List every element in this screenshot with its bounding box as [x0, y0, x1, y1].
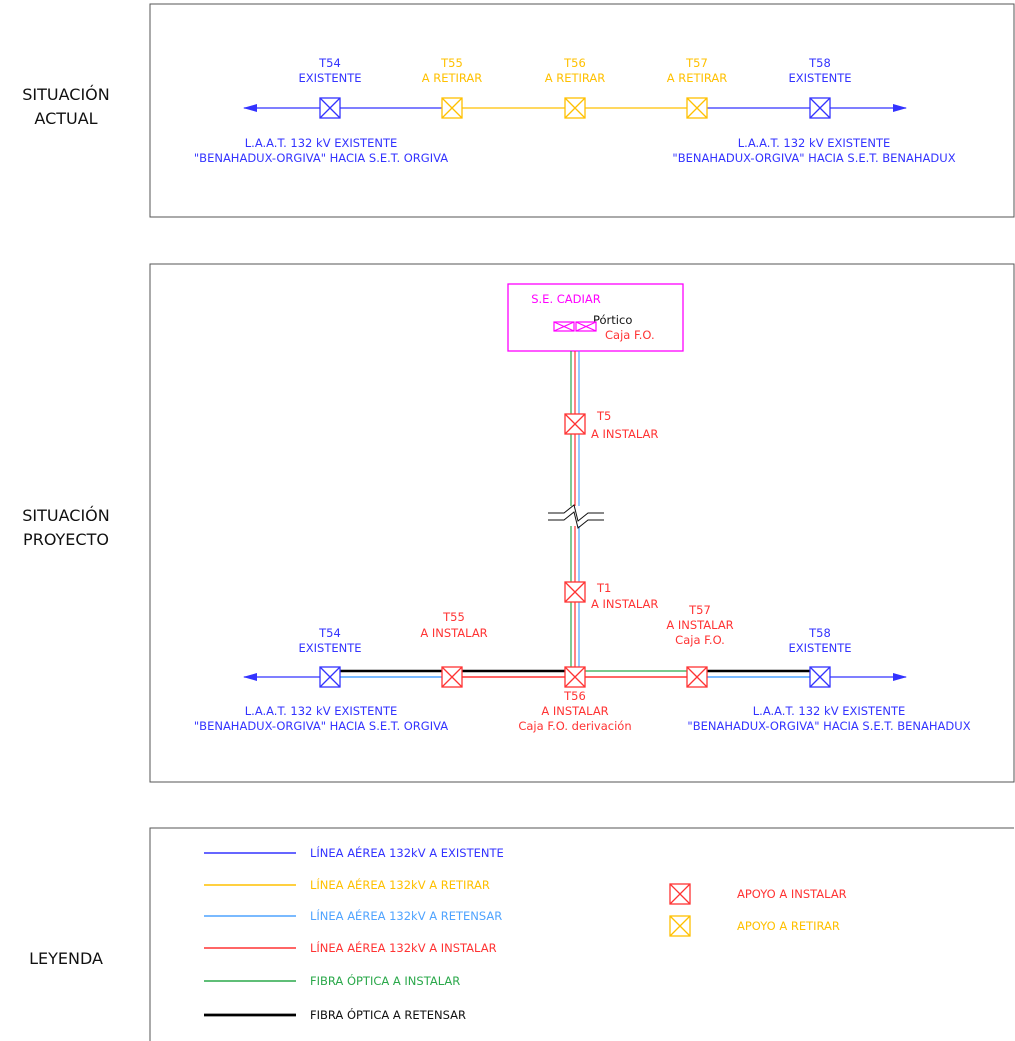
p-t55-id: T55 [442, 610, 465, 624]
tower-symbol-p-t54 [319, 666, 341, 688]
proyecto-segment-t54-t55 [340, 669, 452, 678]
proyecto-diagram: S.E. CADIAR Pórtico Caja F.O. [194, 283, 971, 733]
legend: LÍNEA AÉREA 132kV A EXISTENTE LÍNEA AÉRE… [204, 845, 847, 1022]
p-t57-id: T57 [688, 603, 711, 617]
actual-t55-id: T55 [440, 56, 463, 70]
legend-label-instalar: LÍNEA AÉREA 132kV A INSTALAR [310, 940, 497, 955]
section-label-proyecto-2: PROYECTO [23, 530, 109, 549]
tower-symbol-t54 [319, 97, 341, 119]
legend-symbol-retirar [669, 915, 691, 937]
p-t56-note: Caja F.O. derivación [518, 719, 631, 733]
p-t56-id: T56 [563, 689, 586, 703]
p-t54-status: EXISTENTE [298, 641, 361, 655]
actual-t56-status: A RETIRAR [545, 71, 606, 85]
p-t1-status: A INSTALAR [591, 597, 658, 611]
tower-symbol-t56 [564, 97, 586, 119]
actual-t58-status: EXISTENTE [788, 71, 851, 85]
tower-symbol-t58 [809, 97, 831, 119]
actual-t56-id: T56 [563, 56, 586, 70]
frame-leyenda [149, 827, 1014, 1041]
section-label-leyenda: LEYENDA [29, 949, 103, 968]
portico-symbol [553, 321, 597, 332]
actual-t54-status: EXISTENTE [298, 71, 361, 85]
substation-name: S.E. CADIAR [531, 292, 601, 306]
legend-label-retirar: LÍNEA AÉREA 132kV A RETIRAR [310, 877, 490, 892]
actual-t58-id: T58 [808, 56, 831, 70]
p-t58-id: T58 [808, 626, 831, 640]
section-label-proyecto-1: SITUACIÓN [22, 506, 109, 525]
p-t5-id: T5 [596, 409, 611, 423]
p-t57-status: A INSTALAR [666, 618, 733, 632]
section-label-actual-1: SITUACIÓN [22, 85, 109, 104]
actual-t57-status: A RETIRAR [667, 71, 728, 85]
tower-symbol-p-t55 [441, 666, 463, 688]
tower-symbol-p-t56 [564, 666, 586, 688]
tower-symbol-p-t57 [686, 666, 708, 688]
tower-symbol-p-t58 [809, 666, 831, 688]
actual-right-caption-1: L.A.A.T. 132 kV EXISTENTE [738, 136, 890, 150]
p-left-caption-2: "BENAHADUX-ORGIVA" HACIA S.E.T. ORGIVA [194, 719, 448, 733]
legend-symbol-label-instalar: APOYO A INSTALAR [737, 887, 847, 901]
section-label-actual-2: ACTUAL [34, 109, 97, 128]
p-left-caption-1: L.A.A.T. 132 kV EXISTENTE [245, 704, 397, 718]
substation-caja: Caja F.O. [605, 328, 655, 342]
proyecto-segment-t57-t58 [697, 669, 810, 678]
p-right-caption-2: "BENAHADUX-ORGIVA" HACIA S.E.T. BENAHADU… [687, 719, 970, 733]
p-t57-note: Caja F.O. [675, 633, 725, 647]
actual-right-caption-2: "BENAHADUX-ORGIVA" HACIA S.E.T. BENAHADU… [672, 151, 955, 165]
actual-left-caption-1: L.A.A.T. 132 kV EXISTENTE [245, 136, 397, 150]
p-t55-status: A INSTALAR [420, 626, 487, 640]
actual-t54-id: T54 [318, 56, 341, 70]
p-t1-id: T1 [596, 581, 611, 595]
tower-symbol-t55 [441, 97, 463, 119]
proyecto-segment-t55-t56 [452, 669, 575, 678]
p-right-caption-1: L.A.A.T. 132 kV EXISTENTE [753, 704, 905, 718]
legend-symbol-label-retirar: APOYO A RETIRAR [737, 919, 840, 933]
tower-symbol-t1 [564, 581, 586, 603]
legend-symbol-instalar [669, 883, 691, 905]
legend-label-fibra-retensar: FIBRA ÓPTICA A RETENSAR [310, 1007, 466, 1022]
substation-portico: Pórtico [593, 313, 632, 327]
frame-situacion-proyecto [149, 263, 1015, 783]
break-symbol [546, 504, 606, 529]
tower-symbol-t57 [686, 97, 708, 119]
legend-label-existente: LÍNEA AÉREA 132kV A EXISTENTE [310, 845, 504, 860]
p-t58-status: EXISTENTE [788, 641, 851, 655]
frame-situacion-actual [149, 3, 1015, 218]
actual-diagram: T54 EXISTENTE T55 A RETIRAR T56 A RETIRA… [194, 56, 956, 165]
substation-box [507, 283, 684, 352]
p-t5-status: A INSTALAR [591, 427, 658, 441]
actual-t55-status: A RETIRAR [422, 71, 483, 85]
legend-label-fibra-instalar: FIBRA ÓPTICA A INSTALAR [310, 973, 460, 988]
legend-label-retensar: LÍNEA AÉREA 132kV A RETENSAR [310, 908, 502, 923]
p-t54-id: T54 [318, 626, 341, 640]
actual-left-caption-2: "BENAHADUX-ORGIVA" HACIA S.E.T. ORGIVA [194, 151, 448, 165]
tower-symbol-t5 [564, 413, 586, 435]
p-t56-status: A INSTALAR [541, 704, 608, 718]
proyecto-segment-t56-t57 [575, 670, 697, 678]
actual-t57-id: T57 [685, 56, 708, 70]
